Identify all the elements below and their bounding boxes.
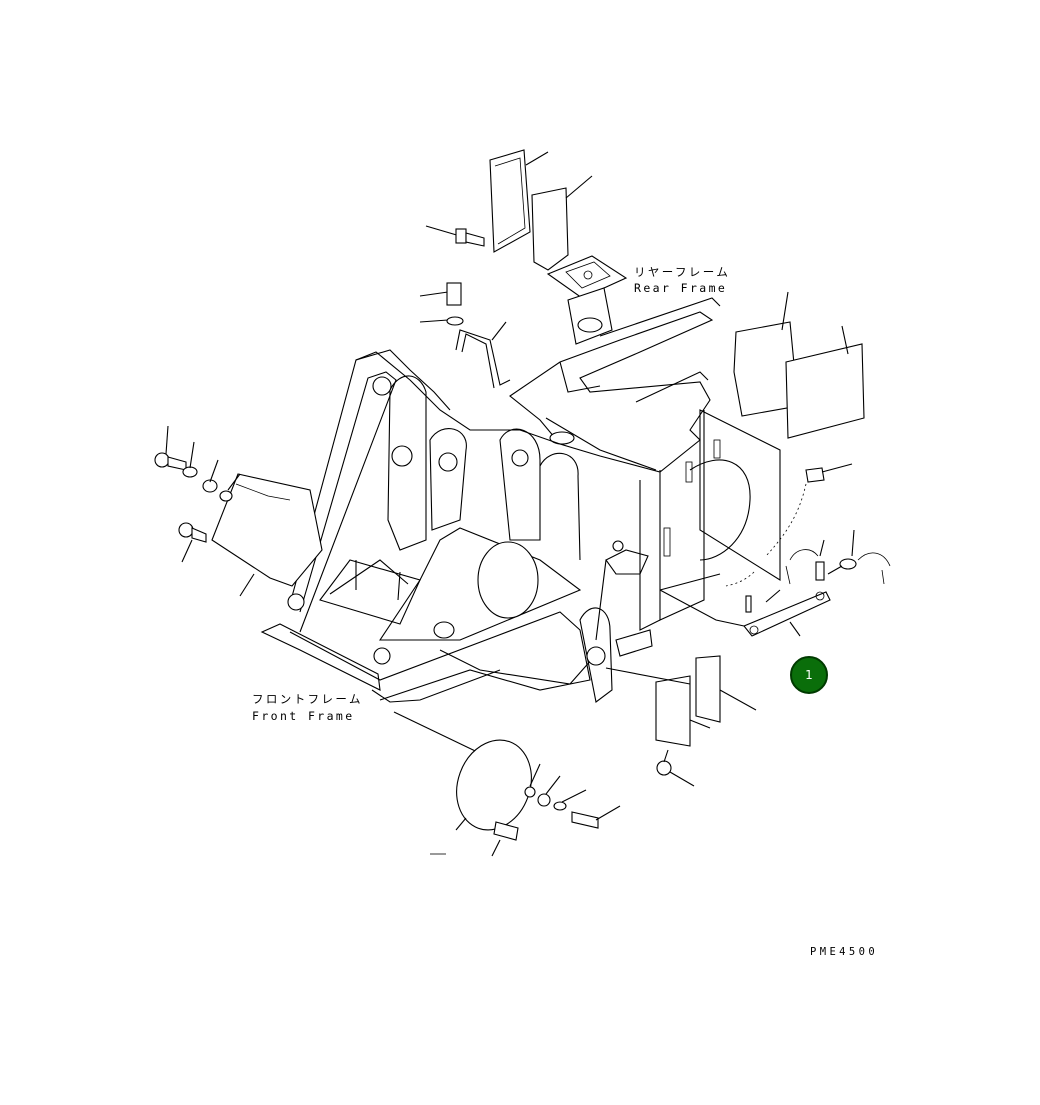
bolt-left-mid (178, 522, 207, 563)
rear-frame-hitch-plate (546, 255, 628, 345)
rear-cover-plate-a (733, 291, 799, 417)
rear-cover-plate-b (785, 325, 865, 439)
rear-cover-plate-right (531, 175, 593, 271)
front-frame-body (260, 349, 653, 703)
drawing-code: PME4500 (810, 946, 879, 958)
bolt-washer-top (419, 282, 464, 326)
rear-cover-plate-left (489, 149, 549, 253)
rear-frame-label-jp: リヤーフレーム (634, 265, 731, 279)
bolt-bottom-right (656, 749, 695, 787)
rear-frame-label-en: Rear Frame (634, 281, 728, 295)
hose-bracket (455, 321, 511, 389)
part-callout-marker[interactable]: 1 (790, 656, 828, 694)
front-frame-label-en: Front Frame (252, 709, 355, 723)
pad-plates (605, 655, 757, 747)
chain-pins (785, 529, 891, 585)
dashed-arc (725, 483, 807, 587)
leader-hitch (659, 589, 745, 627)
bolt-left-top (154, 425, 241, 502)
front-access-cover (211, 473, 323, 597)
bottom-round-cover (393, 711, 621, 857)
bolt-top (425, 225, 485, 247)
lock-bar (743, 589, 831, 637)
bolt-right (805, 463, 853, 483)
rear-frame-body (509, 297, 781, 631)
part-callout-number: 1 (805, 668, 813, 682)
front-frame-label-jp: フロントフレーム (252, 692, 363, 706)
